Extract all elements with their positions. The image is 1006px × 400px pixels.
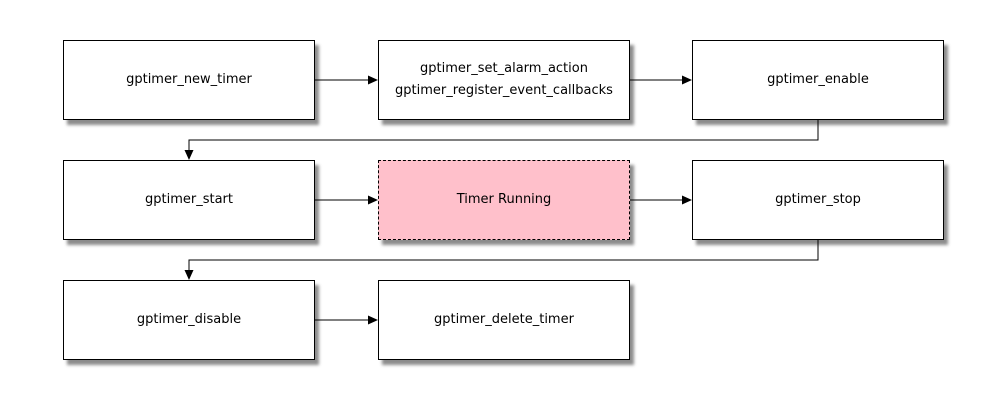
node-gptimer-stop: gptimer_stop: [692, 160, 944, 240]
arrowhead-stop-to-disable: [184, 270, 194, 280]
node-label: Timer Running: [456, 192, 552, 207]
connector-enable-to-start: [188, 119, 819, 150]
arrowhead-new-to-set: [368, 75, 378, 85]
arrowhead-running-to-stop: [682, 195, 692, 205]
node-label: gptimer_start: [145, 192, 233, 207]
node-label: gptimer_enable: [767, 72, 869, 87]
node-gptimer-disable: gptimer_disable: [63, 280, 315, 360]
node-label: gptimer_new_timer: [126, 72, 252, 87]
node-gptimer-start: gptimer_start: [63, 160, 315, 240]
node-gptimer-new-timer: gptimer_new_timer: [63, 40, 315, 120]
connector-stop-to-disable: [188, 239, 819, 270]
node-gptimer-set-alarm-action: gptimer_set_alarm_action gptimer_registe…: [378, 40, 630, 120]
node-gptimer-delete-timer: gptimer_delete_timer: [378, 280, 630, 360]
arrowhead-start-to-running: [368, 195, 378, 205]
node-label: gptimer_disable: [136, 312, 242, 327]
node-label: gptimer_stop: [775, 192, 861, 207]
arrowhead-enable-to-start: [184, 150, 194, 160]
arrowhead-disable-to-delete: [368, 315, 378, 325]
node-label-line2: gptimer_register_event_callbacks: [395, 83, 613, 98]
node-label: gptimer_delete_timer: [434, 312, 574, 327]
node-gptimer-enable: gptimer_enable: [692, 40, 944, 120]
node-label-line1: gptimer_set_alarm_action: [420, 61, 588, 76]
arrowhead-set-to-enable: [682, 75, 692, 85]
node-timer-running: Timer Running: [378, 160, 630, 240]
